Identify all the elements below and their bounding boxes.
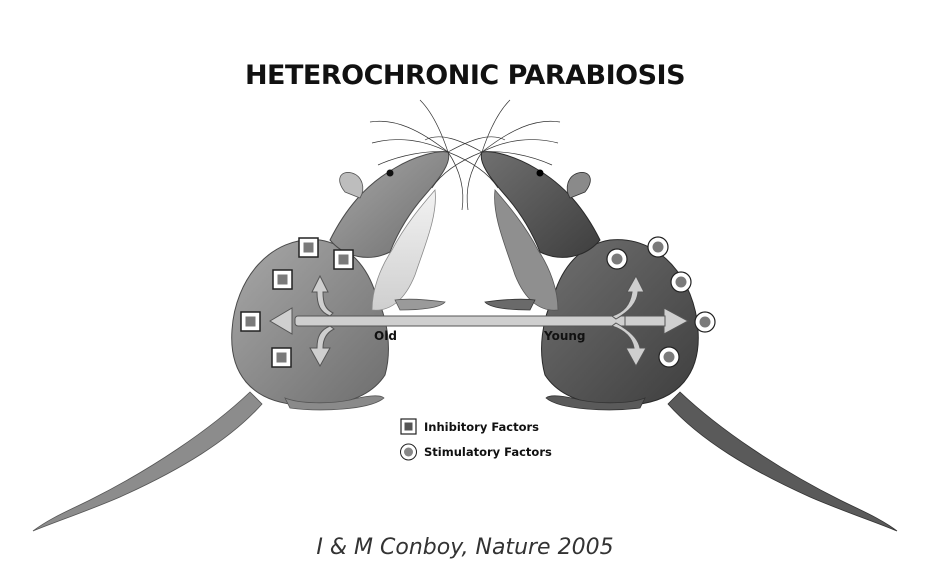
inhibitory-marker xyxy=(272,348,291,367)
inhibitory-marker xyxy=(241,312,260,331)
old-label: Old xyxy=(374,329,397,343)
legend: Inhibitory Factors Stimulatory Factors xyxy=(401,419,552,460)
inhibitory-marker xyxy=(273,270,292,289)
young-mouse-eye xyxy=(537,170,544,177)
young-mouse-forepaw xyxy=(485,299,535,310)
stimulatory-marker xyxy=(607,249,627,269)
old-mouse-forepaw xyxy=(395,299,445,310)
old-mouse-ear xyxy=(340,172,363,198)
legend-stimulatory-swatch xyxy=(401,444,417,460)
inhibitory-marker xyxy=(334,250,353,269)
legend-inhibitory-swatch xyxy=(401,419,416,434)
young-right-shaft xyxy=(625,316,665,326)
stimulatory-marker xyxy=(671,272,691,292)
young-label: Young xyxy=(543,329,586,343)
stimulatory-marker xyxy=(648,237,668,257)
inhibitory-marker xyxy=(299,238,318,257)
stimulatory-marker xyxy=(695,312,715,332)
citation-caption: I & M Conboy, Nature 2005 xyxy=(0,535,930,560)
young-mouse-ear xyxy=(567,172,590,198)
shared-circulation-bar xyxy=(295,316,630,326)
legend-stimulatory-label: Stimulatory Factors xyxy=(424,445,552,459)
stimulatory-marker xyxy=(659,347,679,367)
old-mouse-eye xyxy=(387,170,394,177)
young-mouse-tail xyxy=(668,392,897,531)
old-mouse-tail xyxy=(33,392,262,531)
legend-inhibitory-label: Inhibitory Factors xyxy=(424,420,539,434)
